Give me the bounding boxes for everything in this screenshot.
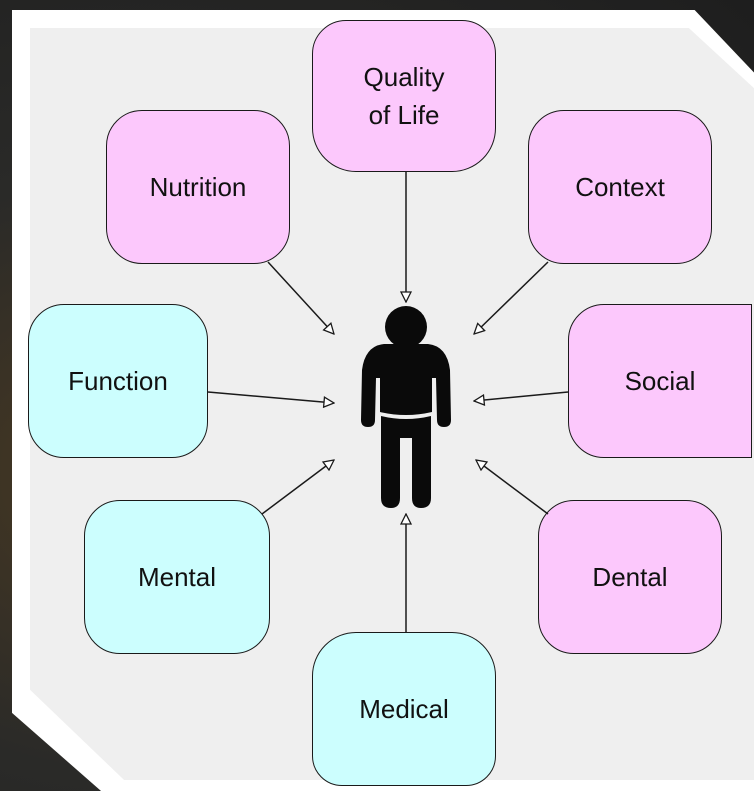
arrow-function — [207, 391, 334, 403]
arrow-social — [474, 391, 569, 401]
node-context: Context — [528, 110, 712, 264]
arrow-dental — [476, 460, 549, 515]
node-medical-label: Medical — [359, 694, 449, 724]
node-medical: Medical — [312, 632, 496, 786]
node-function-label: Function — [68, 366, 168, 396]
node-mental: Mental — [84, 500, 270, 654]
arrow-context — [474, 261, 549, 334]
node-social: Social — [568, 304, 752, 458]
node-quality-of-life-line2: of Life — [368, 100, 440, 130]
node-quality-of-life-line1: Quality — [363, 62, 445, 92]
node-dental-label: Dental — [592, 562, 668, 592]
arrow-nutrition — [267, 261, 334, 334]
node-social-label: Social — [624, 366, 696, 396]
node-nutrition: Nutrition — [106, 110, 290, 264]
node-nutrition-label: Nutrition — [149, 172, 247, 202]
person-icon — [361, 306, 451, 508]
node-quality-of-life: Quality of Life — [312, 20, 496, 172]
arrow-mental — [261, 460, 334, 515]
node-dental: Dental — [538, 500, 722, 654]
node-context-label: Context — [575, 172, 665, 202]
node-mental-label: Mental — [137, 562, 217, 592]
node-function: Function — [28, 304, 208, 458]
